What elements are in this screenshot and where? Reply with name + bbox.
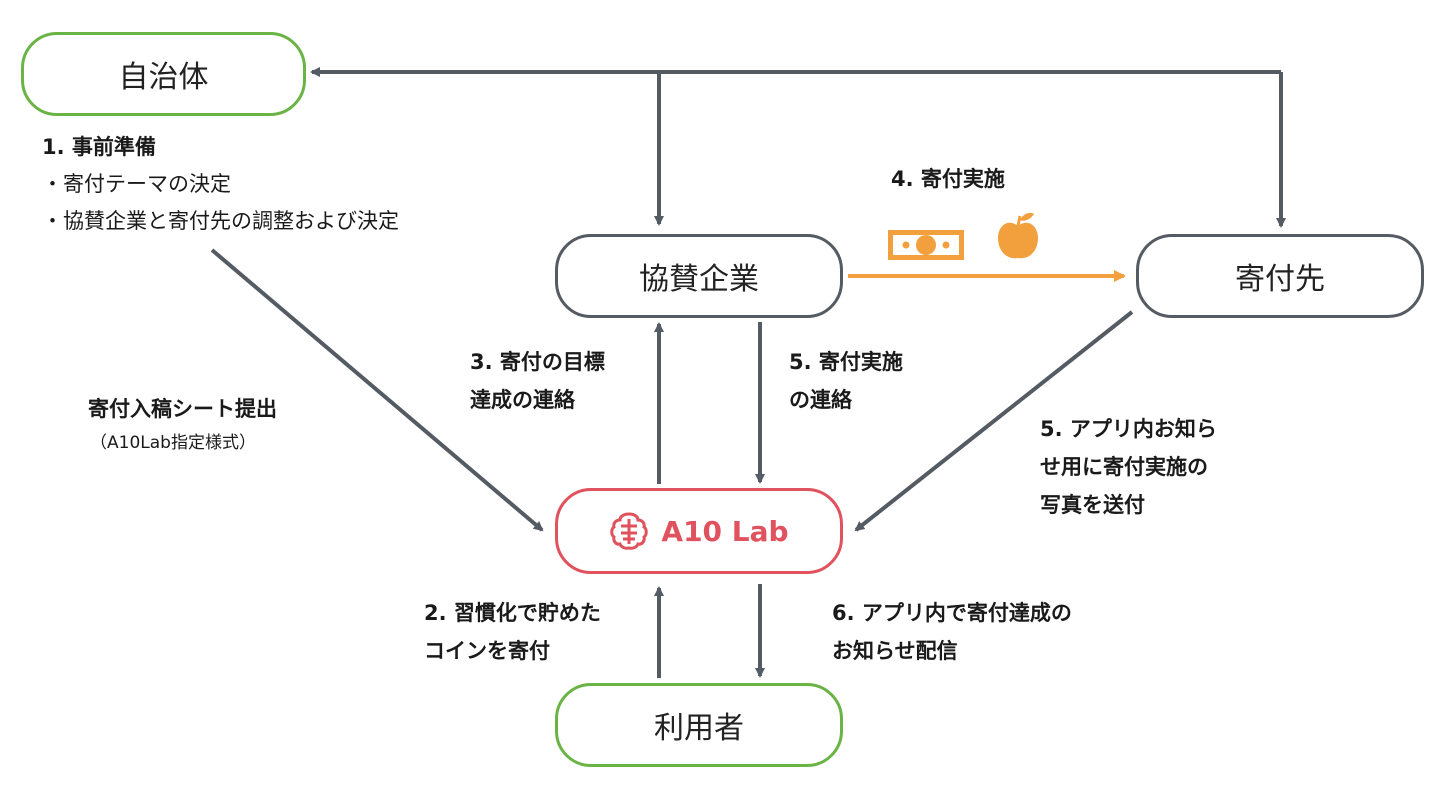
a10lab-logo: A10 Lab [609,511,789,551]
label-step4: 4. 寄付実施 [891,167,1005,191]
arrow-recipient-to-a10lab [854,310,1134,532]
label-step5b-line1: 5. アプリ内お知ら [1040,417,1217,441]
node-sponsor-label: 協賛企業 [639,262,759,297]
label-submit-title: 寄付入稿シート提出 [88,397,277,421]
label-step5b-line2: せ用に寄付実施の [1040,455,1208,479]
label-step2-line1: 2. 習慣化で貯めた [424,601,601,625]
node-user-label: 利用者 [654,711,744,746]
label-step5a-line2: の連絡 [789,388,852,412]
label-step1-title: 1. 事前準備 [42,135,156,159]
node-user: 利用者 [555,683,843,767]
label-step5a-line1: 5. 寄付実施 [789,350,903,374]
node-recipient-label: 寄付先 [1235,262,1325,297]
brain-icon [610,512,649,550]
label-step5b-line3: 写真を送付 [1040,493,1145,517]
label-step2-line2: コインを寄付 [424,639,550,663]
label-step3-line2: 達成の連絡 [470,388,575,412]
money-icon [888,230,964,260]
node-a10lab-label: A10 Lab [661,514,789,548]
label-step1-item1: ・寄付テーマの決定 [42,172,231,196]
node-recipient: 寄付先 [1136,234,1424,318]
label-step6-line2: お知らせ配信 [832,639,958,663]
apple-icon [998,212,1038,259]
arrow-municipality-to-a10lab [210,248,544,532]
node-municipality-label: 自治体 [118,60,209,95]
label-step6-line1: 6. アプリ内で寄付達成の [832,601,1072,625]
label-step3-line1: 3. 寄付の目標 [470,350,605,374]
node-a10lab: A10 Lab [555,488,843,574]
label-step1-item2: ・協賛企業と寄付先の調整および決定 [42,209,399,233]
node-municipality: 自治体 [21,32,306,116]
label-submit-note: （A10Lab指定様式） [90,433,256,453]
node-sponsor: 協賛企業 [555,234,843,318]
